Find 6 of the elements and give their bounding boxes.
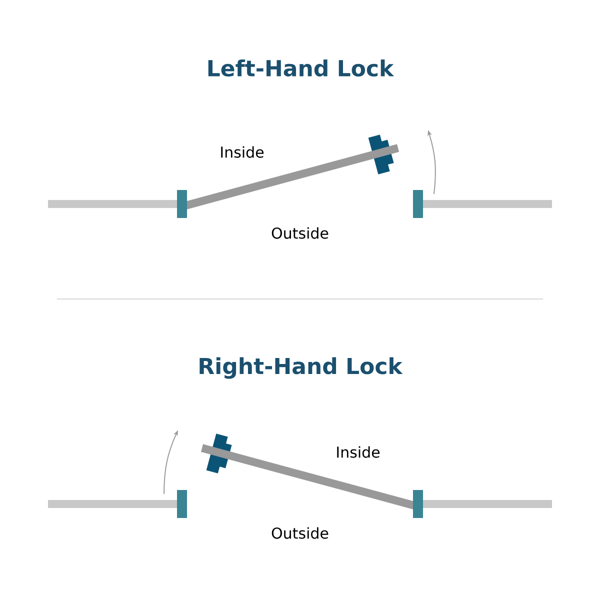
- heading: Left-Hand Lock: [208, 59, 394, 77]
- area-label: Inside: [221, 146, 264, 158]
- area-label: Outside: [272, 227, 328, 239]
- heading: Right-Hand Lock: [200, 357, 403, 379]
- area-label: Outside: [272, 527, 328, 539]
- area-label: Inside: [337, 446, 380, 458]
